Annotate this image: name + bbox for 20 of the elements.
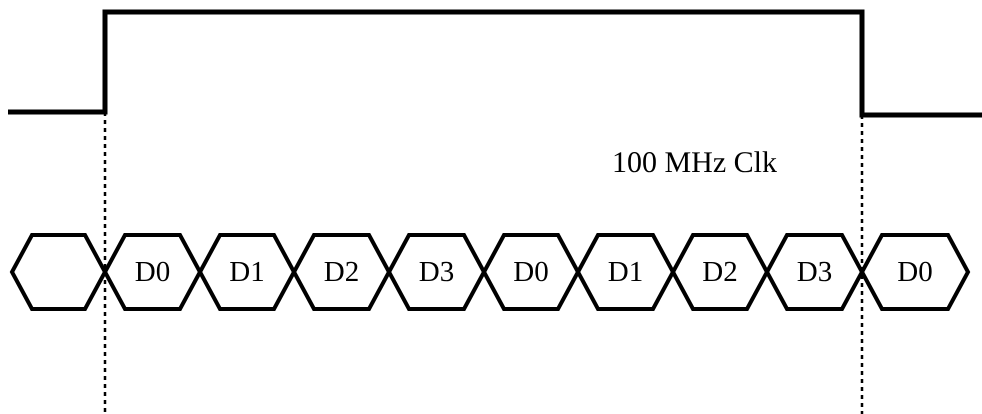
data-word-label: D0 — [513, 258, 549, 286]
data-hexagon — [673, 235, 767, 309]
data-hexagon — [389, 235, 484, 309]
data-word-label: D0 — [134, 258, 170, 286]
data-word-label: D1 — [608, 258, 644, 286]
data-word-label: D2 — [702, 258, 738, 286]
data-hexagon — [12, 235, 105, 309]
data-word-label: D0 — [897, 258, 933, 286]
signal-name: 100 MHz Clk — [612, 146, 777, 180]
data-hexagon — [578, 235, 673, 309]
data-word-label: D3 — [418, 258, 454, 286]
data-hexagon — [105, 235, 200, 309]
data-hexagon — [767, 235, 862, 309]
data-hexagon — [200, 235, 294, 309]
data-word-label: D2 — [324, 258, 360, 286]
data-hexagon — [862, 235, 968, 309]
data-hexagon — [294, 235, 389, 309]
data-word-label: D3 — [796, 258, 832, 286]
data-hexagon — [484, 235, 578, 309]
data-word-label: D1 — [229, 258, 265, 286]
